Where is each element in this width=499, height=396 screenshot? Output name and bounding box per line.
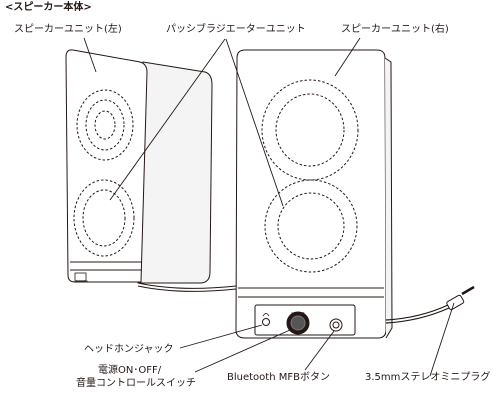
- right-speaker-lower-driver-inner: [277, 192, 345, 260]
- volume-knob-inner: [290, 315, 306, 331]
- left-speaker-upper-driver-inner: [94, 110, 116, 140]
- label-left-unit: スピーカーユニット(左): [14, 24, 122, 35]
- leader-plug: [429, 302, 455, 377]
- label-headphone-jack: ヘッドホンジャック: [84, 344, 174, 355]
- left-speaker-upper-driver-mid: [85, 99, 125, 151]
- label-stereo-mini-plug: 3.5mmステレオミニプラグ: [365, 372, 491, 383]
- mfb-button-center: [332, 321, 340, 329]
- leader-power: [194, 329, 291, 373]
- output-cable-2: [385, 307, 450, 324]
- headphone-jack-port: [262, 318, 270, 326]
- label-power-line2: 音量コントロールスイッチ: [76, 378, 196, 389]
- output-cable: [385, 304, 449, 321]
- stereo-mini-plug-icon: [446, 285, 475, 311]
- right-speaker-front: [235, 49, 387, 339]
- inter-speaker-cable-2: [137, 285, 237, 292]
- panel-volume-text: VOLUME: [291, 311, 305, 315]
- right-speaker-upper-driver-inner: [275, 93, 345, 167]
- leader-left-unit: [83, 37, 97, 73]
- headphone-symbol-icon: [262, 313, 270, 317]
- leader-passive-1: [109, 38, 226, 201]
- left-speaker-lower-driver-inner: [82, 189, 126, 247]
- left-speaker-upper-driver-outer: [76, 89, 134, 161]
- right-speaker-upper-driver-outer: [261, 79, 359, 181]
- left-speaker-logo-badge: [74, 272, 87, 282]
- inter-speaker-cable: [137, 282, 237, 289]
- left-speaker-front: [65, 49, 148, 283]
- left-speaker-lower-driver-outer: [73, 179, 135, 257]
- right-speaker: [235, 49, 393, 339]
- label-power-line1: 電源ON･OFF/: [98, 365, 162, 376]
- leader-right-unit: [334, 37, 361, 77]
- label-mfb-button: Bluetooth MFBボタン: [227, 372, 330, 383]
- label-right-unit: スピーカーユニット(右): [341, 24, 449, 35]
- left-speaker-side: [137, 61, 213, 284]
- page-heading: <スピーカー本体>: [5, 2, 92, 13]
- right-speaker-side: [384, 57, 393, 339]
- right-speaker-lower-driver-outer: [264, 179, 358, 273]
- label-passive-radiator: パッシブラジエーターユニット: [166, 24, 306, 35]
- leader-passive-2: [225, 38, 284, 207]
- left-speaker: [65, 49, 213, 284]
- leader-headphone: [179, 324, 263, 349]
- leader-mfb: [304, 330, 335, 371]
- mfb-button-shape: [329, 318, 343, 332]
- panel-logo-text: SANWA: [76, 279, 89, 283]
